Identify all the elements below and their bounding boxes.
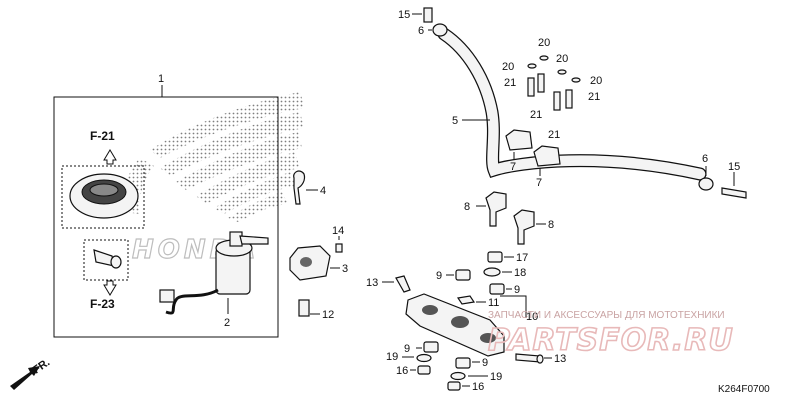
arrow-up-icon [103, 149, 117, 165]
callout-17: 17 [516, 252, 528, 264]
fig-ref-f23: F-23 [90, 297, 115, 311]
cushion-stack: 17 18 9 9 11 [436, 251, 528, 309]
callout-11: 11 [488, 297, 499, 309]
callout-15a: 15 [398, 9, 410, 21]
callout-21a: 21 [504, 77, 516, 89]
callout-3: 3 [342, 263, 348, 275]
callout-8b: 8 [548, 219, 554, 231]
holder-bolts: 21 21 21 21 20 20 20 20 [502, 37, 602, 141]
callout-6a: 6 [418, 25, 424, 37]
callout-21d: 21 [588, 91, 600, 103]
callout-8a: 8 [464, 201, 470, 213]
switch-cover: 3 14 12 [289, 225, 348, 321]
handlebar: 5 [437, 27, 707, 181]
upper-holder-right: 7 [533, 145, 561, 189]
callout-2: 2 [224, 317, 230, 329]
watermark: ЗАПЧАСТИ И АКСЕССУАРЫ ДЛЯ МОТОТЕХНИКИ PA… [487, 310, 734, 359]
front-direction-arrow: FR. [10, 356, 52, 390]
ignition-kit-frame: 1 [53, 73, 279, 338]
callout-16b: 16 [472, 381, 484, 393]
arrow-fr-icon [10, 366, 40, 390]
callout-15b: 15 [728, 161, 740, 173]
callout-7b: 7 [536, 177, 542, 189]
callout-6b: 6 [702, 153, 708, 165]
ignition-key: 4 [293, 170, 326, 205]
upper-holder-left: 7 [505, 129, 533, 173]
fuel-cap: F-21 [61, 129, 145, 229]
callout-1: 1 [158, 73, 164, 85]
ignition-switch: 2 [159, 231, 269, 329]
callout-9b: 9 [514, 284, 520, 296]
callout-19a: 19 [386, 351, 398, 363]
callout-18: 18 [514, 267, 526, 279]
callout-20a: 20 [502, 61, 514, 73]
lower-holder-right: 8 [513, 209, 554, 245]
callout-9c: 9 [404, 343, 410, 355]
callout-16a: 16 [396, 365, 408, 377]
lower-stack-right: 9 19 16 [447, 357, 502, 393]
bolt-13-right: 13 [515, 353, 566, 365]
arrow-down-icon [103, 280, 117, 296]
callout-20b: 20 [538, 37, 550, 49]
callout-13a: 13 [366, 277, 378, 289]
fig-ref-f21: F-21 [90, 129, 115, 143]
watermark-logo: PARTSFOR.RU [488, 323, 734, 358]
callout-4: 4 [320, 185, 326, 197]
bolt-13-left: 13 [366, 275, 411, 293]
bar-end-right: 6 15 [698, 153, 747, 199]
callout-5: 5 [452, 115, 458, 127]
callout-12: 12 [322, 309, 334, 321]
callout-21b: 21 [530, 109, 542, 121]
callout-9d: 9 [482, 357, 488, 369]
lower-holder-left: 8 [464, 191, 507, 227]
callout-21c: 21 [548, 129, 560, 141]
bar-end-left: 15 6 [398, 7, 448, 37]
callout-7a: 7 [510, 161, 516, 173]
callout-13b: 13 [554, 353, 566, 365]
callout-9a: 9 [436, 270, 442, 282]
callout-20c: 20 [556, 53, 568, 65]
seat-lock: F-23 [83, 239, 129, 311]
lower-stack-left: 9 19 16 [386, 341, 439, 377]
callout-19b: 19 [490, 371, 502, 383]
callout-14: 14 [332, 225, 344, 237]
diagram-code: K264F0700 [718, 384, 770, 395]
honda-wing-logo [123, 92, 305, 222]
watermark-tagline: ЗАПЧАСТИ И АКСЕССУАРЫ ДЛЯ МОТОТЕХНИКИ [488, 310, 725, 321]
callout-10: 10 [526, 311, 538, 323]
callout-20d: 20 [590, 75, 602, 87]
top-bridge: 10 [405, 293, 538, 357]
